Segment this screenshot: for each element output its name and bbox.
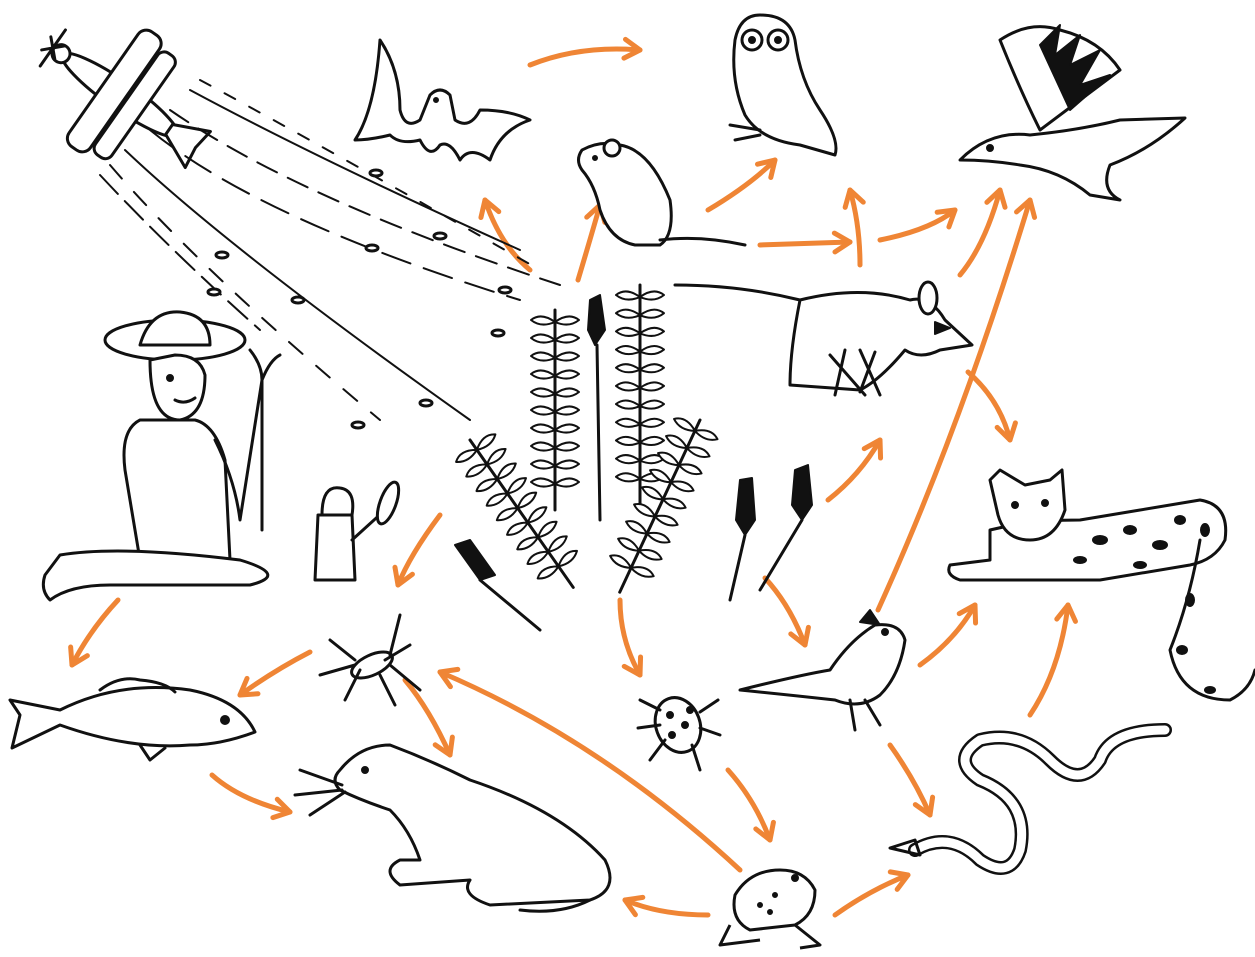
arrow-mouse-to-hawk (760, 242, 850, 245)
arrow-farmer-to-fish (765, 578, 805, 645)
water-rat-icon (295, 745, 610, 911)
arrow-mouse-to-hawk (850, 190, 860, 265)
watering-can-icon (315, 480, 403, 580)
arrow-plants-to-beetle (398, 515, 440, 585)
arrow-plants-to-bird (620, 600, 640, 675)
owl-icon (730, 15, 836, 155)
arrow-bird-to-hawk (728, 770, 770, 840)
arrow-x-to-y (1030, 605, 1068, 715)
arrow-frog-to-snake (625, 900, 708, 915)
arrow-water-insect-to-fish (72, 600, 118, 665)
fish-icon (10, 679, 255, 760)
hawk-icon (960, 25, 1185, 200)
arrow-plants-to-water-insect (828, 440, 880, 500)
bat-icon (355, 40, 530, 160)
water-insect-icon (320, 615, 420, 705)
mouse-icon (579, 140, 746, 245)
small-bird-icon (740, 610, 905, 730)
bandicoot-icon (675, 282, 972, 395)
farmer-icon (43, 312, 280, 600)
arrow-frog-to-water-insect (212, 775, 290, 812)
arrow-bird-to-snake (920, 605, 975, 665)
arrow-snake-to-quoll (890, 745, 930, 815)
quoll-icon (949, 470, 1255, 700)
arrow-fish-to-water-rat (405, 680, 450, 755)
beetle-icon (638, 691, 720, 770)
frog-icon (720, 870, 820, 948)
arrow-bandicoot-to-hawk (880, 210, 955, 240)
arrow-plants-to-bandicoot (968, 372, 1010, 440)
arrow-beetle-to-frog (835, 875, 908, 915)
arrow-mouse-to-owl (708, 160, 775, 210)
plants-icon (450, 285, 812, 630)
airplane-spraying-icon (6, 0, 560, 428)
arrow-bandicoot-to-quoll (960, 190, 1000, 275)
arrow-water-insect-to-water-rat (240, 652, 310, 695)
